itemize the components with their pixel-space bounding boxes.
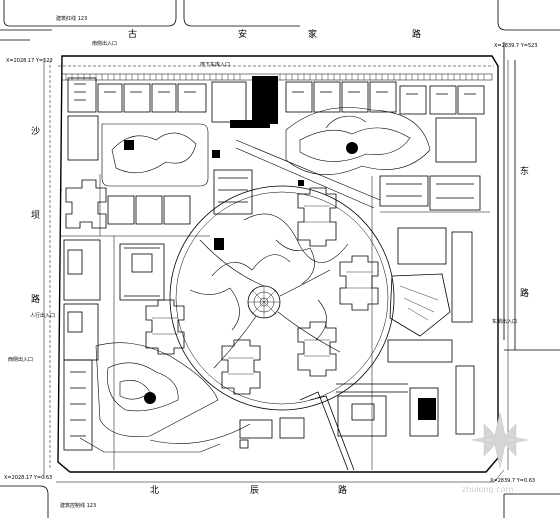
- road-south-char-1: 北: [150, 486, 160, 496]
- corner-label-top-left: 建筑红线 123: [56, 16, 88, 22]
- coord-top-left: X=2028.17 Y=523: [6, 58, 53, 64]
- road-north-char-2: 安: [238, 30, 248, 40]
- road-west-char-1: 沙: [31, 127, 41, 137]
- road-north-char-4: 路: [412, 30, 422, 40]
- southwest-landscape: [79, 342, 251, 453]
- west-buildings: [63, 239, 165, 451]
- central-towers: [145, 187, 379, 395]
- internal-road: [60, 174, 490, 470]
- label-southwest-entrance: 人行出入口: [30, 313, 56, 319]
- label-north-parking: 地下车库入口: [200, 62, 231, 68]
- road-east-char-2: 路: [520, 289, 530, 299]
- compass-rose: [471, 411, 529, 469]
- corner-label-bottom-right: 建筑控制线 123: [60, 503, 97, 509]
- label-north-entrance: 南侧出入口: [92, 41, 118, 47]
- west-villas: [65, 169, 253, 229]
- watermark: zhulong.com: [462, 485, 514, 494]
- label-west-entrance: 西侧出入口: [8, 357, 34, 363]
- central-ring: [169, 185, 395, 411]
- site-boundary: [57, 55, 499, 473]
- coord-bottom-left: X=2028.17 Y=0.63: [4, 475, 53, 481]
- north-courtyards: [101, 107, 431, 209]
- road-north-char-1: 古: [128, 30, 138, 40]
- dense-structures: [124, 76, 436, 420]
- road-south-char-3: 路: [338, 486, 348, 496]
- road-north-char-3: 家: [308, 30, 318, 40]
- coord-bottom-right: X=2839.7 Y=0.63: [490, 478, 536, 484]
- central-landscape: [189, 213, 349, 341]
- south-buildings: [239, 391, 355, 471]
- coord-top-right: X=2839.7 Y=523: [494, 43, 538, 49]
- road-east-char-1: 东: [520, 167, 530, 177]
- north-buildings: [67, 77, 485, 163]
- road-south-char-2: 辰: [250, 486, 260, 496]
- road-west-char-2: 坝: [31, 211, 41, 221]
- road-west-char-3: 路: [31, 295, 41, 305]
- label-east-entrance: 东侧出入口: [492, 319, 518, 325]
